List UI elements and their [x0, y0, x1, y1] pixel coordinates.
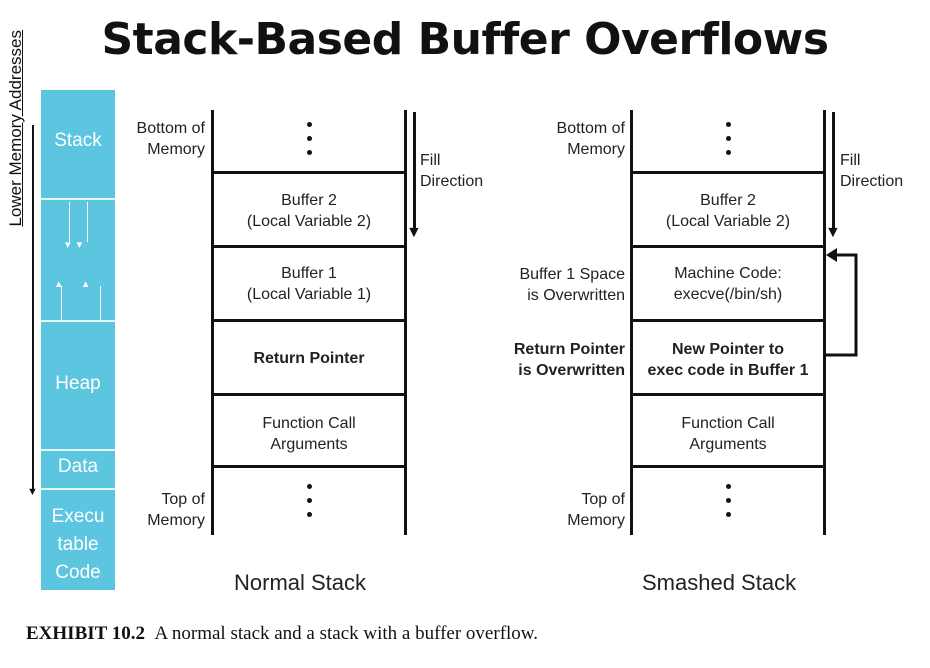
segment-heap-label: Heap: [55, 373, 101, 394]
segment-divider: [41, 449, 115, 451]
up-arrow-icon: [100, 286, 101, 320]
bottom-of-memory-label: Bottom of Memory: [136, 120, 205, 158]
top-of-memory-label: Top of Memory: [567, 491, 625, 529]
return-pointer-cell: Return Pointer: [253, 350, 365, 367]
cell-divider: [211, 393, 407, 396]
segment-divider: [41, 488, 115, 490]
cell-divider: [630, 171, 826, 174]
fill-direction-label: Fill Direction: [840, 152, 904, 190]
ellipsis-icon: [726, 122, 731, 164]
normal-stack: Buffer 2 (Local Variable 2) Buffer 1 (Lo…: [211, 110, 407, 535]
normal-stack-caption: Normal Stack: [234, 570, 367, 595]
buffer-2-cell: Buffer 2 (Local Variable 2): [246, 192, 372, 230]
cell-divider: [211, 319, 407, 322]
segment-divider: [41, 198, 115, 200]
function-args-cell: Function Call Arguments: [681, 415, 775, 453]
down-arrowhead-icon: ▼: [825, 224, 841, 241]
ellipsis-icon: [726, 484, 731, 526]
stack-wall: [404, 110, 407, 535]
down-arrow-icon: [87, 202, 88, 242]
segment-stack-label: Stack: [54, 130, 102, 151]
cell-divider: [630, 245, 826, 248]
ellipsis-icon: [307, 484, 312, 526]
buffer-1-overwritten-label: Buffer 1 Space is Overwritten: [519, 266, 625, 304]
down-arrow-icon: [69, 202, 70, 242]
smashed-stack: Buffer 2 (Local Variable 2) Machine Code…: [630, 110, 826, 535]
stack-wall: [211, 110, 214, 535]
cell-divider: [211, 245, 407, 248]
page-title: Stack-Based Buffer Overflows: [101, 14, 829, 65]
buffer-1-cell: Buffer 1 (Local Variable 1): [246, 265, 372, 303]
arrowhead-icon: ▴ ▴: [56, 278, 89, 290]
axis-arrowhead-icon: ▼: [27, 486, 38, 498]
cell-divider: [630, 319, 826, 322]
buffer-2-cell: Buffer 2 (Local Variable 2): [665, 192, 791, 230]
stack-wall: [630, 110, 633, 535]
cell-divider: [211, 171, 407, 174]
stack-wall: [823, 110, 826, 535]
top-of-memory-label: Top of Memory: [147, 491, 205, 529]
segment-data-label: Data: [57, 456, 99, 477]
up-arrow-icon: [61, 286, 62, 320]
ellipsis-icon: [307, 122, 312, 164]
figure-caption: EXHIBIT 10.2 A normal stack and a stack …: [26, 623, 539, 644]
machine-code-cell: Machine Code: execve(/bin/sh): [673, 265, 783, 303]
new-pointer-cell: New Pointer to exec code in Buffer 1: [647, 341, 809, 379]
fill-direction-arrow: [413, 112, 416, 232]
smashed-stack-caption: Smashed Stack: [642, 570, 797, 595]
segment-code-label: Execu table Code: [51, 506, 105, 583]
redirect-arrow: [826, 248, 858, 357]
cell-divider: [630, 393, 826, 396]
bottom-of-memory-label: Bottom of Memory: [556, 120, 625, 158]
down-arrowhead-icon: ▼: [406, 224, 422, 241]
memory-layout-bar: Stack ▾ ▾ ▴ ▴ Heap Data Execu table Code: [41, 90, 115, 590]
arrowhead-icon: ▾ ▾: [65, 239, 83, 251]
cell-divider: [630, 465, 826, 468]
address-axis-line: [32, 125, 34, 490]
cell-divider: [211, 465, 407, 468]
return-pointer-overwritten-label: Return Pointer is Overwritten: [513, 341, 625, 379]
segment-divider: [41, 320, 115, 322]
fill-direction-label: Fill Direction: [420, 152, 484, 190]
address-axis-label: Lower Memory Addresses: [6, 30, 25, 227]
fill-direction-arrow: [832, 112, 835, 232]
function-args-cell: Function Call Arguments: [262, 415, 356, 453]
